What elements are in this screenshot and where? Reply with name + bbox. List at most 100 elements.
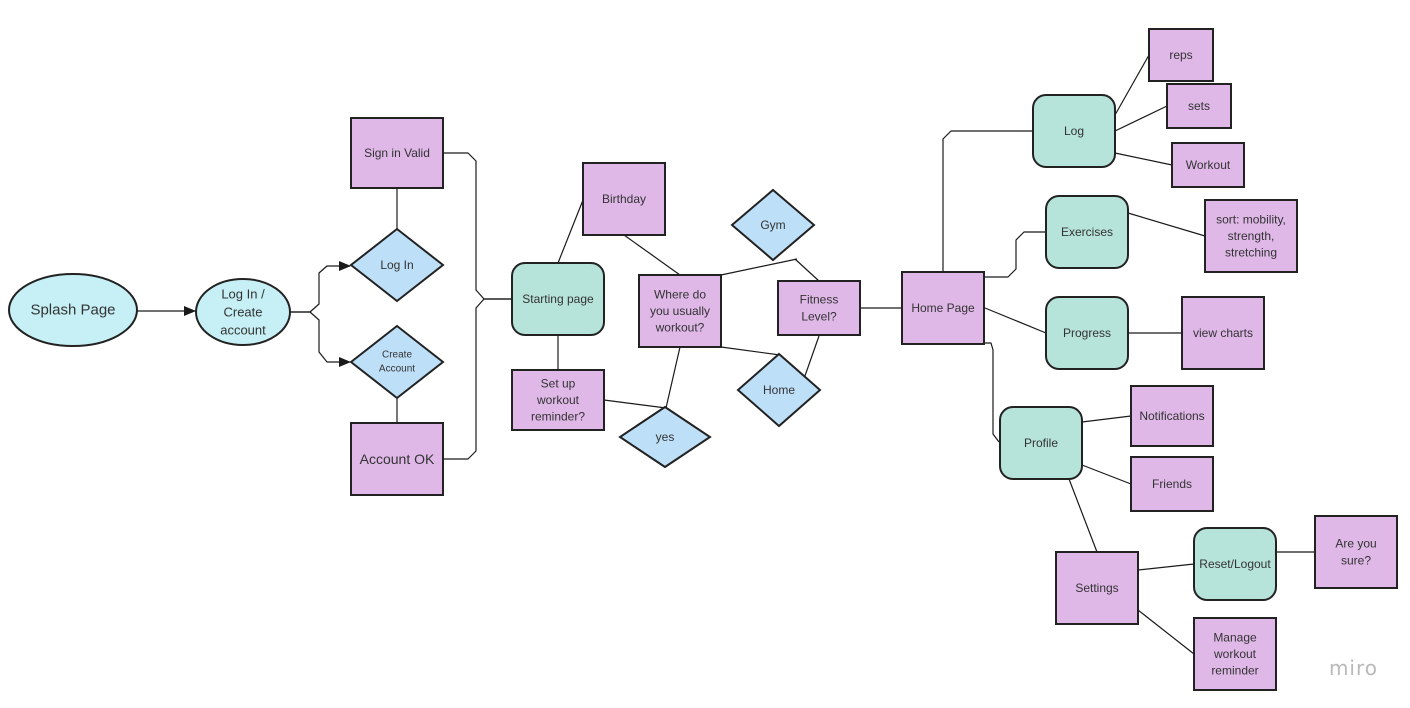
edge-workout_reminder-to-yes bbox=[603, 399, 667, 409]
node-view-charts[interactable]: view charts bbox=[1181, 296, 1265, 370]
edge-gym-to-fitness_level bbox=[794, 258, 820, 282]
node-profile[interactable]: Profile bbox=[999, 406, 1083, 480]
node-shape bbox=[511, 262, 605, 336]
node-starting-page[interactable]: Starting page bbox=[511, 262, 605, 336]
node-label: account bbox=[220, 322, 266, 337]
node-birthday[interactable]: Birthday bbox=[582, 162, 666, 236]
node-gym[interactable]: Gym bbox=[730, 188, 816, 262]
node-label: Level? bbox=[801, 309, 837, 323]
node-label: workout? bbox=[655, 321, 705, 335]
node-label: Birthday bbox=[602, 192, 646, 206]
node-shape bbox=[511, 369, 605, 431]
node-shape bbox=[1130, 385, 1214, 447]
node-progress[interactable]: Progress bbox=[1045, 296, 1129, 370]
node-shape bbox=[638, 274, 722, 348]
edge-where_workout-to-gym bbox=[720, 258, 798, 276]
edge-yes-to-where_workout bbox=[665, 346, 681, 409]
node-reps[interactable]: reps bbox=[1148, 28, 1214, 82]
node-home-page[interactable]: Home Page bbox=[901, 271, 985, 345]
node-label: Fitness bbox=[800, 293, 839, 307]
node-shape bbox=[1193, 617, 1277, 691]
edge-home_page-to-profile bbox=[985, 342, 1000, 443]
edge-log-to-sets bbox=[1114, 105, 1168, 132]
node-label: stretching bbox=[1225, 246, 1277, 260]
node-shape bbox=[730, 188, 816, 262]
node-label: Splash Page bbox=[30, 302, 115, 319]
node-home[interactable]: Home bbox=[736, 352, 822, 428]
edge-home_page-to-log bbox=[942, 130, 1033, 272]
node-label: view charts bbox=[1193, 326, 1253, 340]
edge-sign_in_valid-to-starting_page bbox=[443, 152, 512, 300]
node-shape bbox=[1181, 296, 1265, 370]
node-sign-in-valid[interactable]: Sign in Valid bbox=[350, 117, 444, 189]
node-shape bbox=[736, 352, 822, 428]
edge-home_page-to-progress bbox=[984, 307, 1047, 334]
node-sets[interactable]: sets bbox=[1166, 83, 1232, 129]
node-label: Profile bbox=[1024, 436, 1058, 450]
node-shape bbox=[618, 405, 712, 469]
node-shape bbox=[901, 271, 985, 345]
node-label: Sign in Valid bbox=[364, 146, 430, 160]
node-label: Notifications bbox=[1139, 409, 1204, 423]
node-label: strength, bbox=[1228, 229, 1275, 243]
node-label: Progress bbox=[1063, 326, 1111, 340]
node-label: workout bbox=[536, 393, 580, 407]
node-label: Starting page bbox=[522, 292, 594, 306]
node-label: sort: mobility, bbox=[1216, 212, 1286, 226]
node-splash[interactable]: Splash Page bbox=[8, 273, 138, 347]
node-yes[interactable]: yes bbox=[618, 405, 712, 469]
node-label: reps bbox=[1169, 48, 1192, 62]
edge-login_create-to-log_in bbox=[290, 261, 351, 313]
node-shape bbox=[1166, 83, 1232, 129]
edge-exercises-to-sort bbox=[1127, 212, 1206, 237]
node-log[interactable]: Log bbox=[1032, 94, 1116, 168]
node-label: Account bbox=[379, 363, 415, 374]
node-label: Are you bbox=[1335, 537, 1376, 551]
node-notifications[interactable]: Notifications bbox=[1130, 385, 1214, 447]
node-label: Exercises bbox=[1061, 225, 1113, 239]
node-label: Home Page bbox=[911, 301, 975, 315]
node-shape bbox=[8, 273, 138, 347]
node-shape bbox=[1045, 296, 1129, 370]
node-label: Home bbox=[763, 383, 795, 397]
edge-account_ok-to-starting_page bbox=[443, 298, 512, 460]
node-reset-logout[interactable]: Reset/Logout bbox=[1193, 527, 1277, 601]
node-label: Account OK bbox=[360, 451, 435, 467]
node-workout[interactable]: Workout bbox=[1171, 142, 1245, 188]
node-are-you-sure[interactable]: Are you sure? bbox=[1314, 515, 1398, 589]
edge-profile-to-friends bbox=[1081, 464, 1132, 485]
node-friends[interactable]: Friends bbox=[1130, 456, 1214, 512]
node-label: Create bbox=[223, 305, 262, 320]
node-log-in[interactable]: Log In bbox=[349, 227, 445, 303]
node-sort[interactable]: sort: mobility, strength, stretching bbox=[1204, 199, 1298, 273]
node-label: sure? bbox=[1341, 553, 1371, 567]
edge-birthday-to-where_workout bbox=[623, 234, 681, 276]
node-label: yes bbox=[656, 430, 675, 444]
node-label: workout bbox=[1213, 647, 1257, 661]
edge-settings-to-manage_reminder bbox=[1137, 609, 1195, 655]
node-shape bbox=[1148, 28, 1214, 82]
node-shape bbox=[582, 162, 666, 236]
edge-home_page-to-exercises bbox=[985, 231, 1046, 278]
node-label: Gym bbox=[760, 218, 785, 232]
node-settings[interactable]: Settings bbox=[1055, 551, 1139, 625]
node-account-ok[interactable]: Account OK bbox=[350, 422, 444, 496]
node-label: Log In bbox=[380, 258, 413, 272]
node-label: Create bbox=[382, 350, 412, 361]
node-shape bbox=[1171, 142, 1245, 188]
node-shape bbox=[1314, 515, 1398, 589]
node-label: Reset/Logout bbox=[1199, 557, 1271, 571]
node-label: sets bbox=[1188, 99, 1210, 113]
node-exercises[interactable]: Exercises bbox=[1045, 195, 1129, 269]
node-label: Workout bbox=[1186, 158, 1231, 172]
node-label: reminder? bbox=[531, 410, 585, 424]
node-label: Where do bbox=[654, 287, 706, 301]
node-shape bbox=[349, 227, 445, 303]
